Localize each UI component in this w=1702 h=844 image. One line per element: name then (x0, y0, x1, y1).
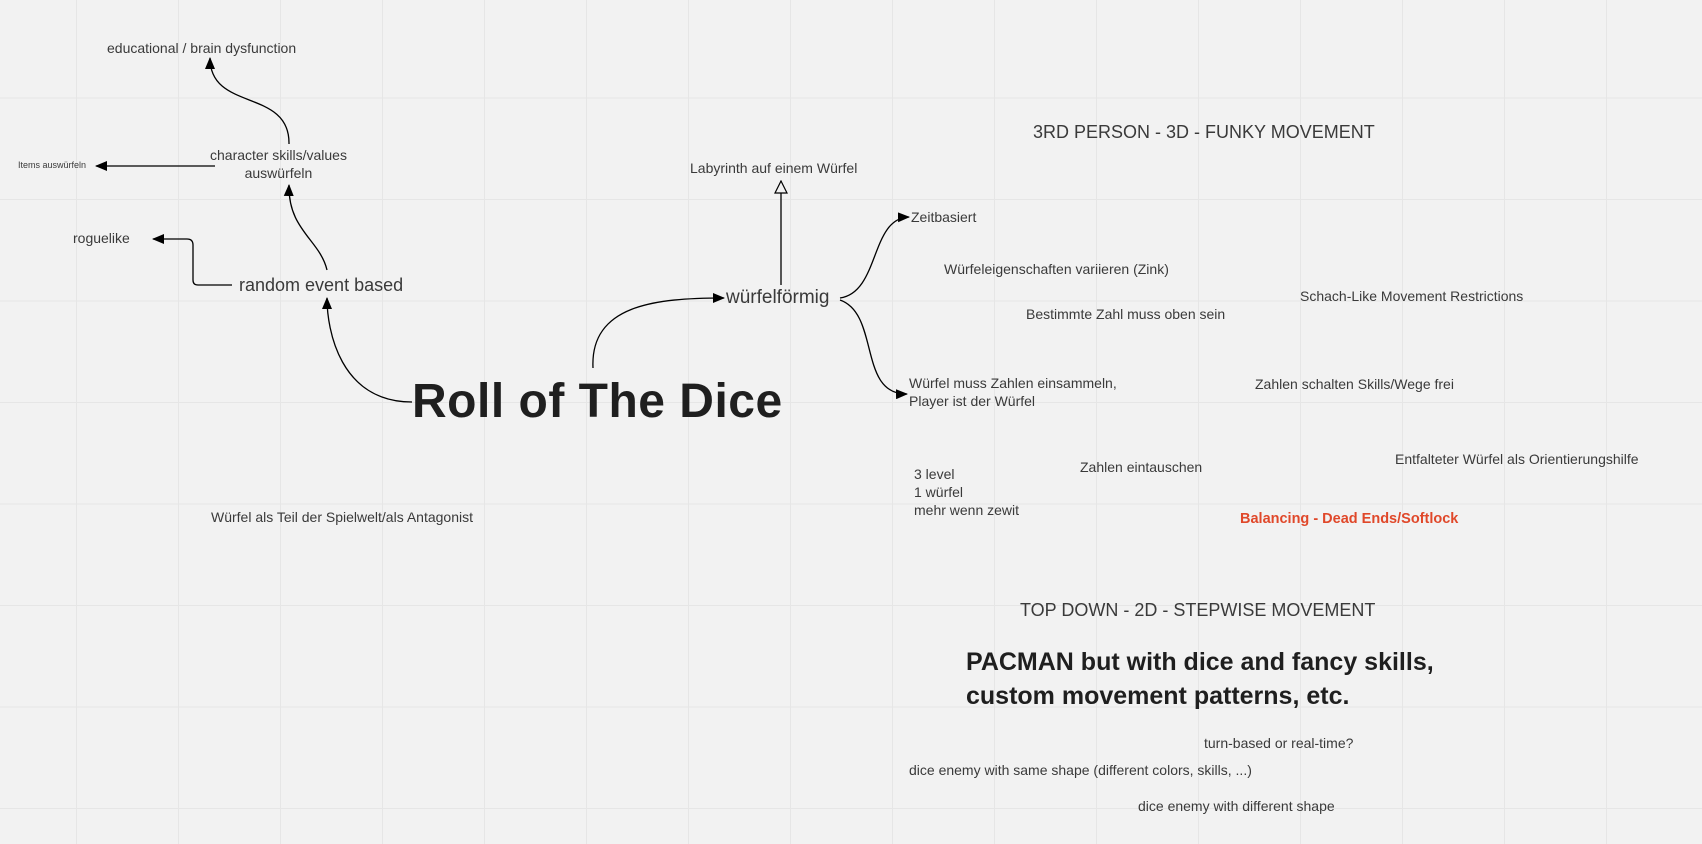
note-schach[interactable]: Schach-Like Movement Restrictions (1300, 288, 1524, 304)
note-third-person[interactable]: 3RD PERSON - 3D - FUNKY MOVEMENT (1033, 122, 1375, 142)
note-eigenschaften[interactable]: Würfeleigenschaften variieren (Zink) (944, 261, 1169, 277)
note-turn-based[interactable]: turn-based or real-time? (1204, 735, 1354, 751)
node-items[interactable]: Items auswürfeln (18, 160, 87, 170)
node-roguelike[interactable]: roguelike (73, 230, 130, 246)
connector-wuerfelfoermig-to-zeitbasiert[interactable] (839, 212, 910, 299)
connector-title-to-wuerfelfoermig[interactable] (592, 293, 725, 369)
node-character-skills[interactable]: character skills/values auswürfeln (210, 147, 347, 182)
node-zeitbasiert[interactable]: Zeitbasiert (911, 209, 977, 225)
note-bestimmte-zahl[interactable]: Bestimmte Zahl muss oben sein (1026, 306, 1226, 322)
node-educational[interactable]: educational / brain dysfunction (107, 40, 297, 56)
connector-random-event-to-roguelike[interactable] (152, 234, 232, 286)
connector-character-skills-to-educational[interactable] (205, 57, 290, 145)
note-top-down[interactable]: TOP DOWN - 2D - STEPWISE MOVEMENT (1020, 600, 1376, 620)
connector-wuerfelfoermig-to-wuerfel-zahlen[interactable] (839, 299, 908, 400)
note-enemy-same[interactable]: dice enemy with same shape (different co… (909, 762, 1252, 778)
note-zahlen-skills[interactable]: Zahlen schalten Skills/Wege frei (1255, 376, 1454, 392)
node-wuerfelfoermig[interactable]: würfelförmig (726, 287, 830, 308)
note-eintauschen[interactable]: Zahlen eintauschen (1080, 459, 1203, 475)
note-entfalteter[interactable]: Entfalteter Würfel als Orientierungshilf… (1395, 451, 1639, 467)
note-balancing[interactable]: Balancing - Dead Ends/Softlock (1240, 511, 1459, 527)
note-levels[interactable]: 3 level 1 würfel mehr wenn zewit (914, 466, 1020, 519)
node-wuerfel-antagonist[interactable]: Würfel als Teil der Spielwelt/als Antago… (211, 509, 473, 525)
connector-random-event-to-character-skills[interactable] (283, 184, 328, 271)
node-wuerfel-zahlen[interactable]: Würfel muss Zahlen einsammeln, Player is… (909, 375, 1117, 410)
note-pacman[interactable]: PACMAN but with dice and fancy skills, c… (966, 648, 1434, 711)
connector-title-to-random-event[interactable] (322, 297, 413, 403)
node-random-event[interactable]: random event based (239, 275, 404, 295)
node-labyrinth[interactable]: Labyrinth auf einem Würfel (690, 160, 858, 176)
page-title[interactable]: Roll of The Dice (412, 375, 783, 428)
note-enemy-diff[interactable]: dice enemy with different shape (1138, 798, 1335, 814)
